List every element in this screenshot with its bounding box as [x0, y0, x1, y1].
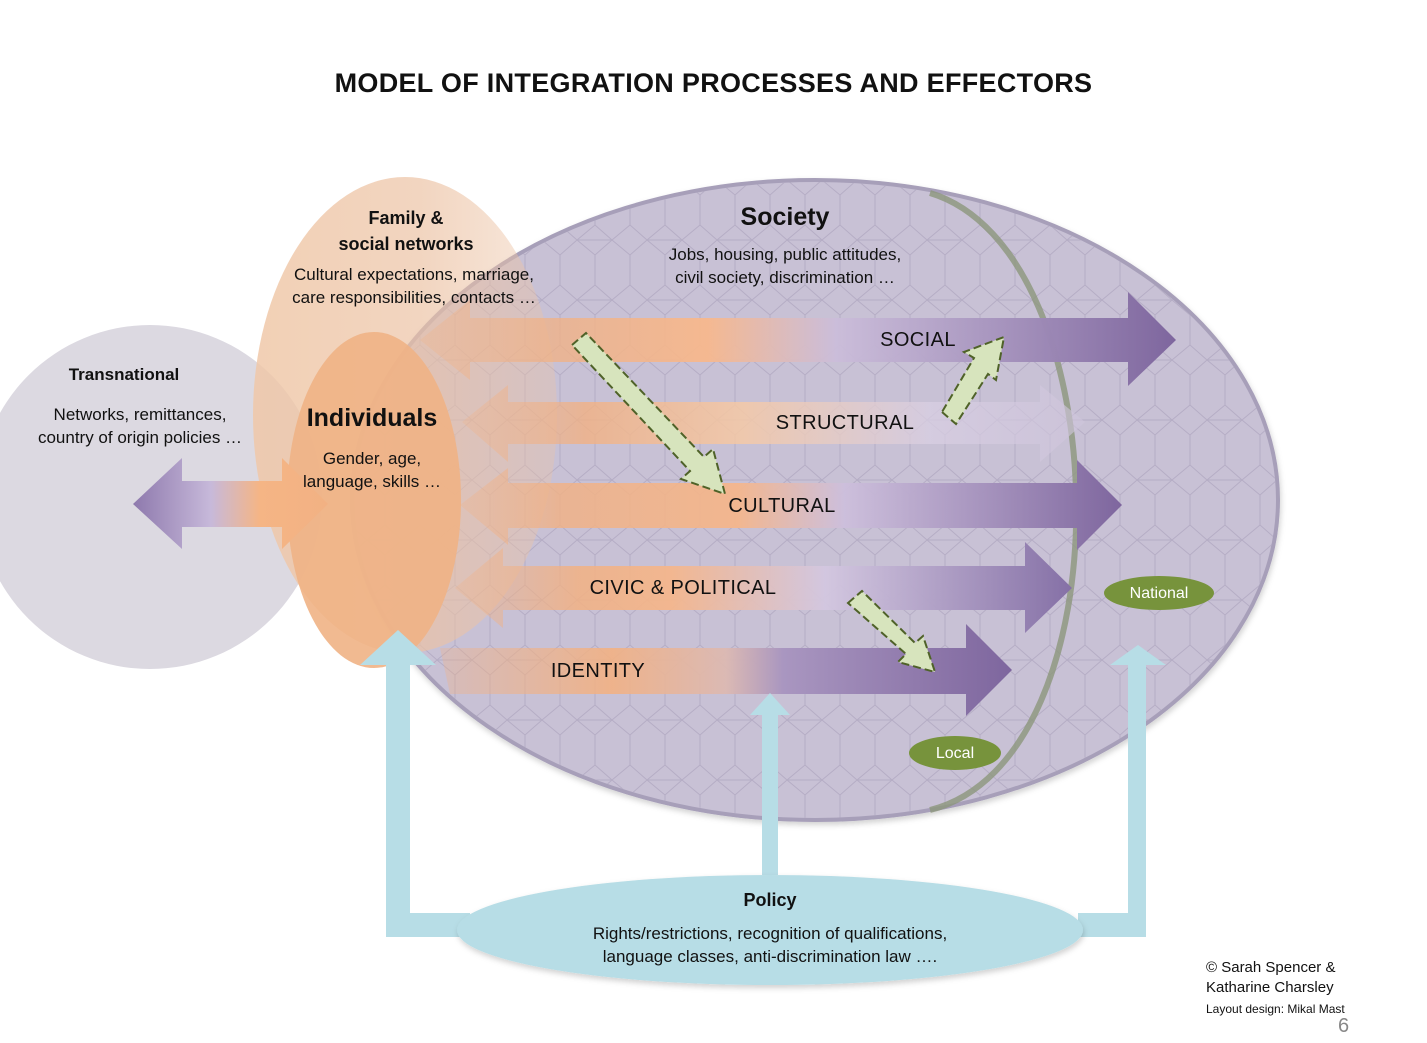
family-heading-line2: social networks	[338, 234, 474, 254]
society-heading: Society	[740, 203, 830, 231]
credits: © Sarah Spencer & Katharine Charsley Lay…	[1206, 958, 1345, 1018]
policy-arrow-national	[1078, 645, 1166, 937]
policy-arrow-individuals	[360, 630, 470, 937]
civic-political-label: CIVIC & POLITICAL	[589, 577, 777, 599]
transnational-heading: Transnational	[68, 365, 180, 384]
dashed-arrow-civic-to-identity	[846, 589, 937, 674]
society-line2: civil society, discrimination …	[675, 268, 895, 287]
credits-layout: Layout design: Mikal Mast	[1206, 1002, 1345, 1016]
policy-line1: Rights/restrictions, recognition of qual…	[592, 924, 948, 943]
family-line2: care responsibilities, contacts …	[292, 288, 536, 307]
identity-arrow	[440, 624, 1012, 716]
individuals-ellipse	[287, 332, 461, 668]
policy-line2: language classes, anti-discrimination la…	[602, 947, 938, 966]
identity-label: IDENTITY	[550, 660, 646, 682]
individuals-line1: Gender, age,	[322, 449, 422, 468]
civic-political-arrow	[455, 542, 1072, 633]
transnational-arrow	[133, 458, 328, 549]
credits-line1: © Sarah Spencer &	[1206, 959, 1336, 976]
policy-ellipse	[457, 875, 1083, 985]
dashed-arrow-social-to-cultural	[570, 331, 727, 496]
process-arrows	[420, 292, 1176, 716]
individuals-line2: language, skills …	[303, 472, 441, 491]
policy-arrow-society	[750, 693, 790, 875]
structural-label: STRUCTURAL	[775, 412, 915, 434]
national-pill	[1104, 576, 1214, 610]
structural-arrow	[462, 385, 1085, 462]
family-line1: Cultural expectations, marriage,	[293, 265, 534, 284]
transnational-line2: country of origin policies …	[37, 428, 243, 447]
family-heading-line1: Family &	[368, 208, 444, 228]
social-arrow	[420, 292, 1176, 386]
local-pill	[909, 736, 1001, 770]
transnational-line1: Networks, remittances,	[53, 405, 227, 424]
cultural-label: CULTURAL	[728, 495, 836, 517]
social-label: SOCIAL	[880, 329, 956, 351]
page-title: MODEL OF INTEGRATION PROCESSES AND EFFEC…	[334, 68, 1093, 98]
dashed-arrows	[570, 331, 1006, 674]
dashed-arrow-structural-to-social	[940, 335, 1006, 426]
credits-line2: Katharine Charsley	[1206, 979, 1334, 996]
local-label: Local	[935, 745, 975, 762]
individuals-heading: Individuals	[306, 404, 438, 432]
cultural-arrow	[460, 460, 1122, 550]
policy-heading: Policy	[743, 890, 797, 910]
society-line1: Jobs, housing, public attitudes,	[668, 245, 902, 264]
policy-connectors	[360, 630, 1166, 937]
page-number: 6	[1338, 1015, 1350, 1037]
national-label: National	[1129, 585, 1189, 602]
